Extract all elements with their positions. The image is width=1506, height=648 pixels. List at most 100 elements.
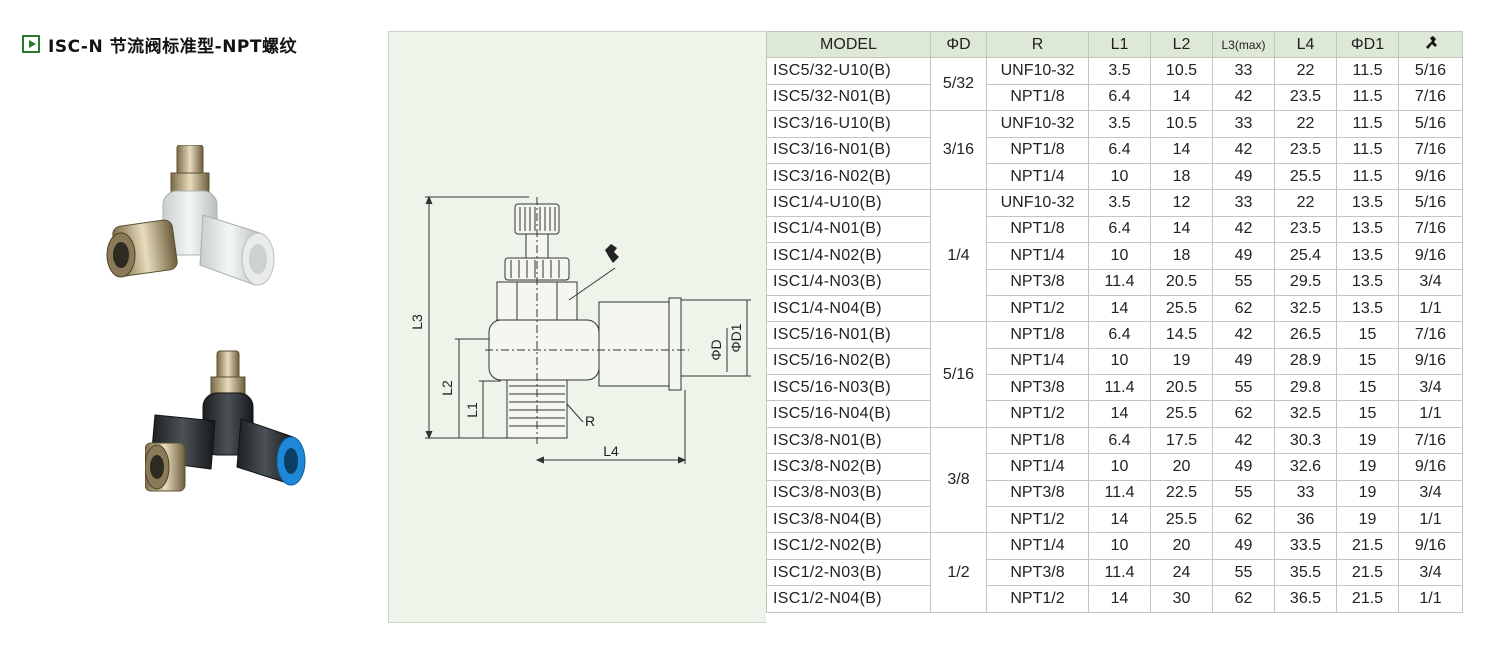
cell-model: ISC3/8-N04(B) bbox=[766, 506, 931, 534]
cell-l2: 17.5 bbox=[1150, 426, 1213, 455]
cell-l1: 11.4 bbox=[1088, 374, 1151, 402]
cell-l2: 18 bbox=[1150, 242, 1213, 270]
cell-phi-d1: 13.5 bbox=[1336, 189, 1399, 217]
cell-l4: 32.5 bbox=[1274, 294, 1337, 323]
table-header-row: MODEL ΦD R L1 L2 L3(max) L4 ΦD1 bbox=[766, 30, 1463, 59]
header-phi-d1: ΦD1 bbox=[1336, 30, 1399, 59]
cell-l2: 24 bbox=[1150, 558, 1213, 587]
cell-wrench-size: 3/4 bbox=[1398, 558, 1463, 587]
cell-model: ISC3/16-U10(B) bbox=[766, 110, 931, 138]
cell-wrench-size: 5/16 bbox=[1398, 189, 1463, 217]
cell-model: ISC5/16-N03(B) bbox=[766, 374, 931, 402]
header-l3max: L3(max) bbox=[1212, 30, 1275, 59]
wrench-icon bbox=[1425, 36, 1437, 50]
cell-l3max: 42 bbox=[1212, 321, 1275, 349]
header-phi-d: ΦD bbox=[930, 30, 987, 59]
cell-r: NPT1/8 bbox=[986, 215, 1089, 244]
cell-phi-d1: 13.5 bbox=[1336, 294, 1399, 323]
product-photo-white bbox=[106, 145, 275, 286]
cell-r: NPT3/8 bbox=[986, 374, 1089, 402]
cell-l2: 25.5 bbox=[1150, 400, 1213, 428]
cell-wrench-size: 9/16 bbox=[1398, 242, 1463, 270]
cell-r: NPT1/8 bbox=[986, 136, 1089, 164]
cell-phi-d: 1/4 bbox=[930, 189, 987, 323]
cell-wrench-size: 5/16 bbox=[1398, 57, 1463, 85]
cell-phi-d1: 19 bbox=[1336, 506, 1399, 534]
cell-l1: 10 bbox=[1088, 453, 1151, 481]
cell-model: ISC5/16-N04(B) bbox=[766, 400, 931, 428]
cell-l1: 10 bbox=[1088, 242, 1151, 270]
cell-l4: 33.5 bbox=[1274, 532, 1337, 560]
cell-l4: 28.9 bbox=[1274, 347, 1337, 376]
cell-model: ISC1/2-N03(B) bbox=[766, 558, 931, 587]
cell-l1: 14 bbox=[1088, 400, 1151, 428]
cell-phi-d: 3/8 bbox=[930, 426, 987, 534]
cell-wrench-size: 9/16 bbox=[1398, 532, 1463, 560]
cell-model: ISC3/8-N02(B) bbox=[766, 453, 931, 481]
cell-r: NPT1/4 bbox=[986, 532, 1089, 560]
cell-l4: 26.5 bbox=[1274, 321, 1337, 349]
dimension-drawing: L3 L2 L1 bbox=[409, 195, 751, 464]
section-title: ISC-N 节流阀标准型-NPT螺纹 bbox=[22, 33, 297, 57]
cell-l1: 10 bbox=[1088, 347, 1151, 376]
cell-l3max: 62 bbox=[1212, 506, 1275, 534]
cell-r: UNF10-32 bbox=[986, 57, 1089, 85]
cell-phi-d1: 13.5 bbox=[1336, 268, 1399, 296]
play-icon bbox=[22, 35, 40, 53]
cell-r: UNF10-32 bbox=[986, 110, 1089, 138]
cell-r: NPT1/2 bbox=[986, 585, 1089, 613]
cell-r: NPT3/8 bbox=[986, 558, 1089, 587]
l4-label: L4 bbox=[603, 443, 619, 459]
l2-label: L2 bbox=[439, 380, 455, 396]
cell-model: ISC1/4-U10(B) bbox=[766, 189, 931, 217]
cell-wrench-size: 7/16 bbox=[1398, 426, 1463, 455]
cell-model: ISC1/4-N03(B) bbox=[766, 268, 931, 296]
cell-l4: 23.5 bbox=[1274, 215, 1337, 244]
cell-wrench-size: 5/16 bbox=[1398, 110, 1463, 138]
cell-l1: 11.4 bbox=[1088, 268, 1151, 296]
cell-l2: 14.5 bbox=[1150, 321, 1213, 349]
cell-l1: 6.4 bbox=[1088, 321, 1151, 349]
cell-phi-d1: 21.5 bbox=[1336, 585, 1399, 613]
cell-wrench-size: 7/16 bbox=[1398, 321, 1463, 349]
header-wrench bbox=[1398, 30, 1463, 59]
cell-wrench-size: 1/1 bbox=[1398, 400, 1463, 428]
cell-l4: 36 bbox=[1274, 506, 1337, 534]
cell-model: ISC5/32-N01(B) bbox=[766, 83, 931, 112]
cell-l3max: 62 bbox=[1212, 400, 1275, 428]
cell-phi-d1: 11.5 bbox=[1336, 83, 1399, 112]
cell-phi-d1: 15 bbox=[1336, 374, 1399, 402]
cell-model: ISC1/4-N02(B) bbox=[766, 242, 931, 270]
cell-r: NPT1/8 bbox=[986, 83, 1089, 112]
cell-l4: 29.8 bbox=[1274, 374, 1337, 402]
cell-wrench-size: 1/1 bbox=[1398, 294, 1463, 323]
cell-wrench-size: 9/16 bbox=[1398, 453, 1463, 481]
cell-l2: 10.5 bbox=[1150, 57, 1213, 85]
cell-phi-d1: 15 bbox=[1336, 321, 1399, 349]
cell-l3max: 33 bbox=[1212, 57, 1275, 85]
cell-l2: 25.5 bbox=[1150, 294, 1213, 323]
cell-l2: 12 bbox=[1150, 189, 1213, 217]
cell-wrench-size: 9/16 bbox=[1398, 347, 1463, 376]
cell-phi-d: 1/2 bbox=[930, 532, 987, 613]
cell-l4: 23.5 bbox=[1274, 83, 1337, 112]
cell-r: NPT1/4 bbox=[986, 242, 1089, 270]
cell-phi-d1: 13.5 bbox=[1336, 242, 1399, 270]
cell-l3max: 49 bbox=[1212, 347, 1275, 376]
cell-r: NPT1/2 bbox=[986, 506, 1089, 534]
